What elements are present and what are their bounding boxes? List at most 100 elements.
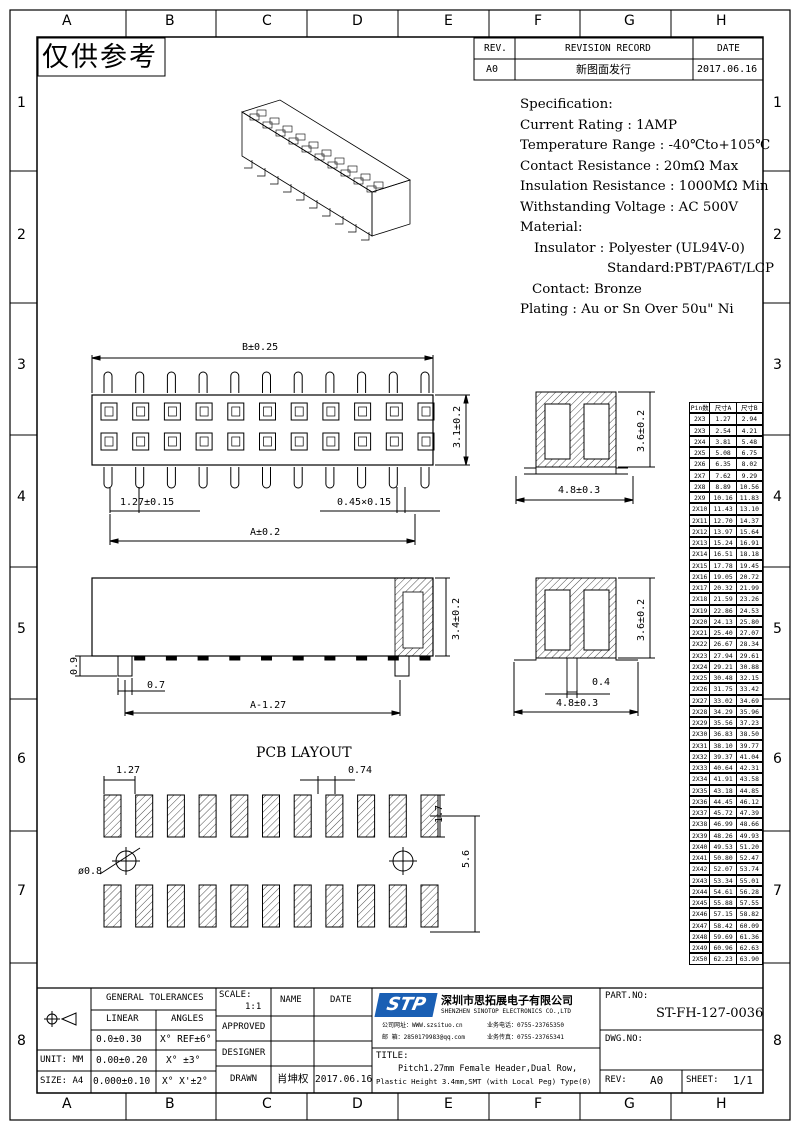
dim-width-48-top: 4.8±0.3 bbox=[558, 485, 601, 496]
title-label: TITLE: bbox=[376, 1051, 409, 1061]
top-pin-lower bbox=[230, 467, 240, 489]
unit-label: UNIT: MM bbox=[40, 1055, 84, 1065]
pcb-pad-lower bbox=[198, 884, 217, 928]
dim-table-cell: 49.93 bbox=[735, 830, 762, 840]
top-pin-upper bbox=[103, 371, 113, 393]
pcb-pad-upper bbox=[166, 794, 185, 838]
top-cavity-outer bbox=[195, 432, 213, 451]
dim-table-cell: 58.82 bbox=[735, 909, 762, 919]
pcb-pad-lower bbox=[293, 884, 312, 928]
revision-date-value: 2017.06.16 bbox=[697, 64, 758, 75]
dim-table-cell: 54.61 bbox=[709, 886, 735, 897]
side-pin bbox=[261, 655, 272, 661]
dim-table-cell: 2X27 bbox=[692, 696, 708, 705]
top-cavity-outer bbox=[100, 402, 118, 421]
dim-table-cell: 25.80 bbox=[735, 616, 762, 627]
tol-angle-3: X° X'±2° bbox=[162, 1076, 208, 1087]
pcb-pad-lower bbox=[135, 884, 154, 928]
dim-table-cell: 53.74 bbox=[735, 864, 762, 874]
dim-table-cell: 36.83 bbox=[709, 729, 735, 739]
iso-cavity bbox=[366, 185, 377, 193]
side-pin bbox=[165, 655, 177, 661]
top-cavity-inner bbox=[263, 406, 272, 417]
revision-record-header: REVISION RECORD bbox=[565, 43, 651, 54]
spec-line: Plating : Au or Sn Over 50u" Ni bbox=[520, 302, 734, 317]
dim-table-cell: 43.58 bbox=[735, 774, 762, 784]
spec-line: Material: bbox=[520, 220, 583, 235]
top-cavity-outer bbox=[259, 402, 276, 421]
rev-field: A0 bbox=[650, 1074, 664, 1087]
dim-table-cell: 2X14 bbox=[692, 550, 708, 559]
frame-row-label: 8 bbox=[773, 1033, 782, 1049]
dim-table-cell: 2X38 bbox=[692, 820, 708, 829]
logo-text: STP bbox=[384, 994, 428, 1015]
revision-record-value: 新图面发行 bbox=[576, 63, 631, 76]
top-pin-lower bbox=[103, 467, 113, 489]
dim-table-cell: 48.26 bbox=[709, 830, 735, 840]
dim-table-cell: 2X46 bbox=[692, 910, 708, 919]
frame-column-label: B bbox=[165, 1096, 175, 1112]
dim-table-cell: 4.21 bbox=[735, 425, 762, 435]
pcb-pad-upper bbox=[420, 794, 439, 838]
dim-table-cell: 2X5 bbox=[693, 449, 706, 458]
frame-column-label: F bbox=[534, 1096, 543, 1112]
title-line-1: Pitch1.27mm Female Header,Dual Row, bbox=[398, 1064, 578, 1074]
top-cavity-inner bbox=[231, 406, 241, 417]
top-cavity-outer bbox=[290, 432, 308, 451]
sheet-label: SHEET: bbox=[686, 1075, 719, 1085]
dim-table-cell: 2X13 bbox=[692, 539, 708, 548]
frame-row-label: 5 bbox=[17, 621, 26, 637]
top-cavity-outer bbox=[259, 432, 276, 451]
frame-row-label: 5 bbox=[773, 621, 782, 637]
dim-table-cell: 38.50 bbox=[735, 729, 762, 739]
iso-pin bbox=[348, 224, 357, 233]
dim-table-cell: 2X18 bbox=[692, 595, 708, 604]
dim-table-cell: 46.99 bbox=[709, 819, 735, 829]
side-pin bbox=[324, 655, 336, 661]
dim-table-cell: 22.86 bbox=[709, 605, 735, 615]
dim-table-cell: 2X24 bbox=[692, 662, 708, 671]
dim-table-cell: 2X41 bbox=[692, 854, 708, 863]
dim-table-cell: 2X48 bbox=[692, 932, 708, 941]
isometric-view bbox=[241, 99, 411, 237]
spec-line: Standard:PBT/PA6T/LCP bbox=[607, 261, 775, 276]
dim-pitch: 1.27±0.15 bbox=[120, 497, 175, 508]
dim-table-cell: 12.70 bbox=[709, 515, 735, 525]
frame-row-label: 3 bbox=[773, 357, 782, 373]
dim-table-cell: 44.45 bbox=[709, 796, 735, 807]
top-pin-upper bbox=[166, 371, 176, 393]
dim-table-cell: 10.16 bbox=[709, 493, 735, 503]
dim-table-cell: 19.05 bbox=[709, 571, 735, 582]
side-pin bbox=[229, 655, 241, 661]
iso-cavity bbox=[249, 113, 260, 121]
iso-cavity bbox=[308, 141, 319, 149]
pcb-pad-upper bbox=[103, 794, 122, 838]
top-pin-lower bbox=[357, 467, 367, 489]
dim-table-cell: 10.56 bbox=[735, 481, 762, 492]
top-pin-upper bbox=[388, 371, 398, 393]
end-view-section bbox=[535, 577, 617, 659]
dim-table-cell: 52.47 bbox=[735, 853, 762, 863]
dim-table-cell: 21.59 bbox=[709, 594, 735, 604]
dim-table-cell: 62.23 bbox=[709, 954, 735, 964]
dim-table-cell: 15.24 bbox=[709, 538, 735, 548]
iso-cavity bbox=[360, 173, 371, 181]
top-pin-upper bbox=[198, 371, 208, 393]
pcb-pad-upper bbox=[325, 794, 344, 838]
pcb-hole-dia: ø0.8 bbox=[78, 866, 103, 877]
dim-table-cell: 18.18 bbox=[735, 549, 762, 559]
side-pin bbox=[134, 655, 146, 661]
